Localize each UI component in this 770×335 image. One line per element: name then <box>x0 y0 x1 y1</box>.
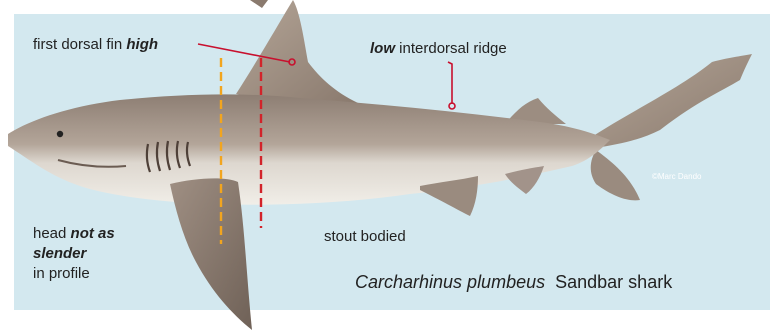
scientific-name: Carcharhinus plumbeus <box>355 272 545 292</box>
image-credit: ©Marc Dando <box>652 172 701 181</box>
ridge-label-text: interdorsal ridge <box>395 40 507 57</box>
head-label-line1: head not as <box>33 224 115 244</box>
first-dorsal-fin <box>236 0 358 103</box>
ridge-label-emphasis: low <box>370 40 395 57</box>
head-label-prefix: head <box>33 225 71 242</box>
species-caption: Carcharhinus plumbeus Sandbar shark <box>355 272 672 293</box>
head-label-emphasis-1: not as <box>71 225 115 242</box>
shark-eye <box>57 131 63 137</box>
common-name: Sandbar shark <box>555 272 672 292</box>
head-label: head not as slender in profile <box>33 224 115 284</box>
caudal-fin-lower <box>591 150 640 200</box>
head-label-emphasis-2: slender <box>33 245 86 262</box>
caudal-fin-upper <box>590 54 752 148</box>
head-label-line3: in profile <box>33 264 115 284</box>
dorsal-fin-label: first dorsal fin high <box>33 36 158 54</box>
caption-spacer <box>545 272 555 292</box>
head-label-line2: slender <box>33 244 115 264</box>
dorsal-label-text: first dorsal fin <box>33 36 126 53</box>
cropped-fin-top <box>250 0 268 8</box>
head-label-suffix: in profile <box>33 265 90 282</box>
body-note-label: stout bodied <box>324 228 406 246</box>
ridge-label: low interdorsal ridge <box>370 40 507 58</box>
dorsal-label-emphasis: high <box>126 36 158 53</box>
ridge-leader-line <box>448 62 452 104</box>
pectoral-fin <box>170 178 252 330</box>
